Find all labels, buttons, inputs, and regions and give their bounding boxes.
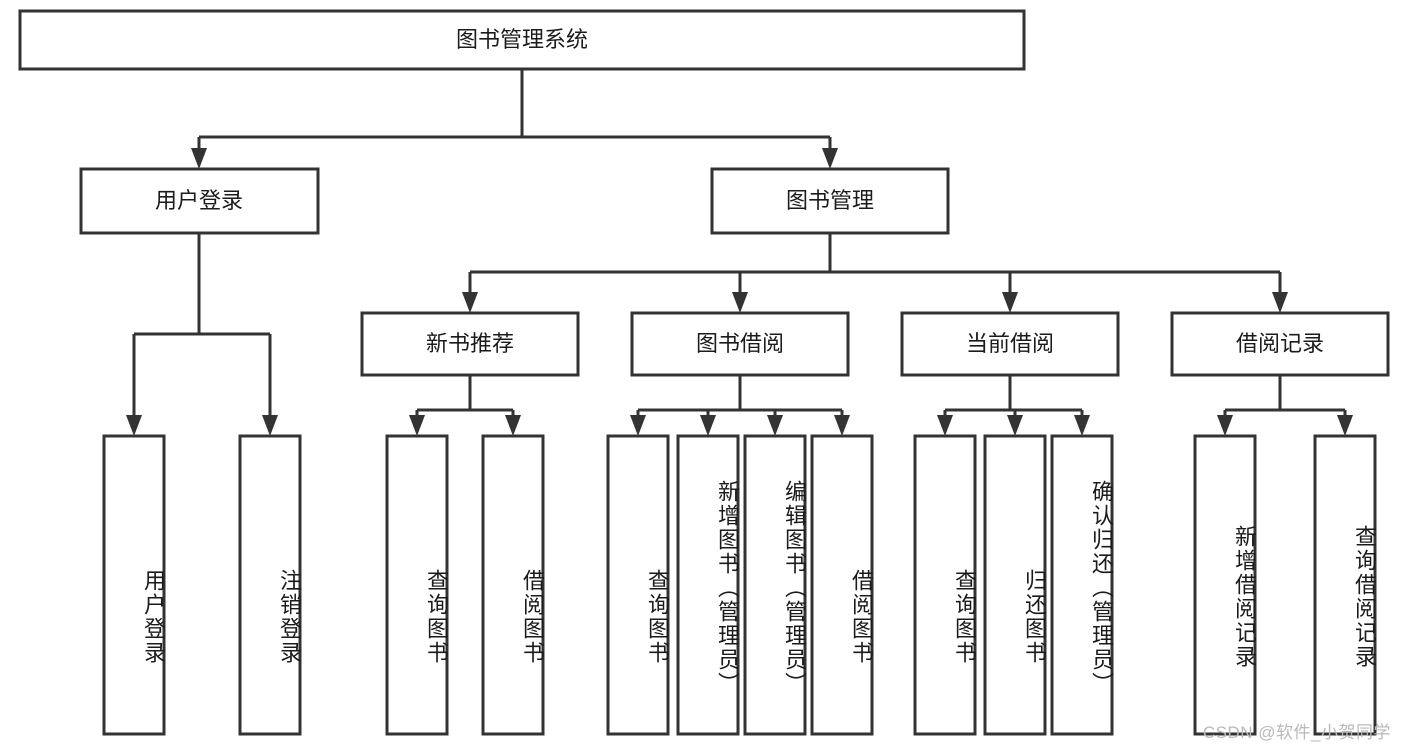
node-book-management[interactable] (710, 167, 950, 235)
label-layer-horizontal: 图书管理系统 用户登录 图书管理 新书推荐 图书借阅 当前借阅 借阅记录 (155, 27, 1324, 356)
leaf-box-3[interactable] (385, 434, 449, 736)
node-book-borrow-label: 图书借阅 (696, 331, 784, 356)
node-book-borrow[interactable] (630, 311, 850, 377)
leaf-box-10[interactable] (983, 434, 1047, 736)
connector-layer (126, 69, 1353, 436)
leaf-box-4[interactable] (481, 434, 545, 736)
leaf-box-1[interactable] (102, 434, 166, 736)
arrow-head-borrow-record (1272, 292, 1288, 313)
node-root[interactable] (18, 9, 1026, 71)
node-user-login[interactable] (79, 167, 320, 235)
node-new-book-recommend-label: 新书推荐 (426, 331, 514, 356)
arrow-head-leaf-8 (834, 415, 850, 436)
arrow-head-leaf-7 (767, 415, 783, 436)
arrow-head-leaf-6 (700, 415, 716, 436)
arrow-head-borrow-book (732, 292, 748, 313)
node-borrow-record-label: 借阅记录 (1236, 331, 1324, 356)
arrow-head-leaf-4 (505, 415, 521, 436)
arrow-head-book-manage (822, 148, 838, 169)
leaf-box-13[interactable] (1313, 434, 1377, 736)
leaf-box-6[interactable] (676, 434, 740, 736)
leaf-box-12[interactable] (1193, 434, 1257, 736)
watermark-text: CSDN @软件_小贺同学 (1202, 723, 1391, 742)
arrow-head-user-login (191, 148, 207, 169)
node-new-book-recommend[interactable] (360, 311, 580, 377)
arrow-head-leaf-2 (262, 415, 278, 436)
leaf-box-7[interactable] (743, 434, 807, 736)
leaf-box-2[interactable] (238, 434, 302, 736)
leaf-box-11[interactable] (1050, 434, 1114, 736)
node-root-label: 图书管理系统 (456, 27, 588, 52)
arrow-head-leaf-10 (1007, 415, 1023, 436)
arrow-head-leaf-5 (630, 415, 646, 436)
arrow-head-leaf-11 (1074, 415, 1090, 436)
arrow-head-new-book (462, 292, 478, 313)
node-current-borrow-label: 当前借阅 (966, 331, 1054, 356)
arrow-head-leaf-9 (937, 415, 953, 436)
arrow-head-current-borrow (1002, 292, 1018, 313)
node-borrow-record[interactable] (1170, 311, 1390, 377)
node-book-management-label: 图书管理 (786, 188, 874, 213)
node-current-borrow[interactable] (900, 311, 1120, 377)
leaf-box-5[interactable] (606, 434, 670, 736)
leaf-box-8[interactable] (810, 434, 874, 736)
arrow-head-leaf-12 (1217, 415, 1233, 436)
arrow-head-leaf-1 (126, 415, 142, 436)
node-user-login-label: 用户登录 (155, 188, 243, 213)
leaf-box-9[interactable] (913, 434, 977, 736)
arrow-head-leaf-13 (1337, 415, 1353, 436)
arrow-head-leaf-3 (409, 415, 425, 436)
node-layer (18, 9, 1390, 736)
